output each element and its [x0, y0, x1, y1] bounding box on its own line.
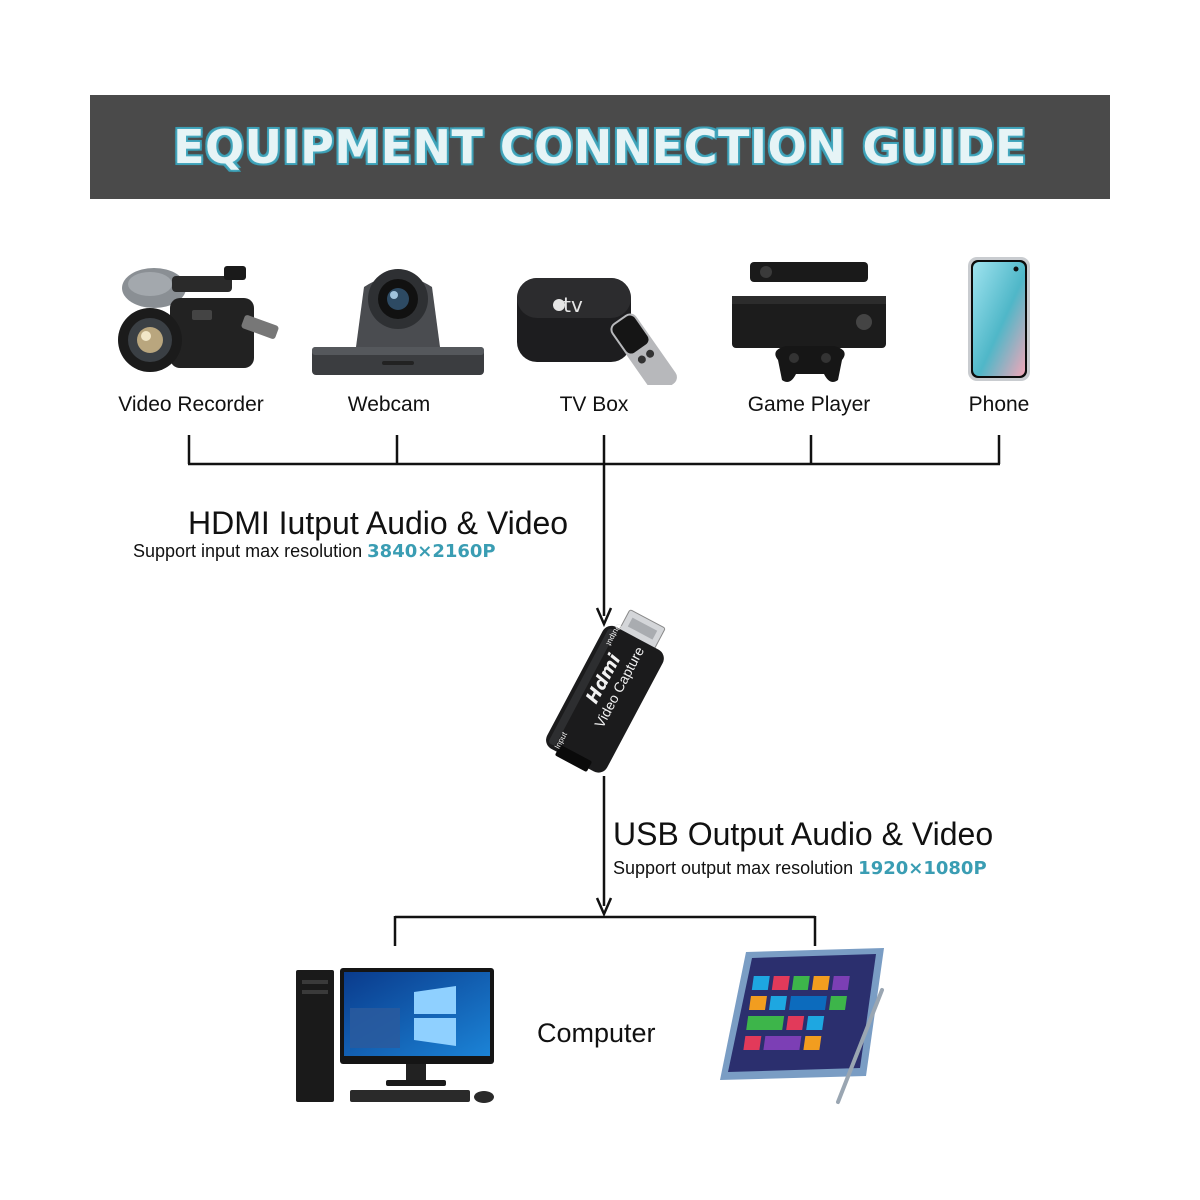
hdmi-capture-dongle-icon — [546, 609, 666, 773]
svg-text:tv: tv — [563, 293, 583, 317]
device-label-tv-box: TV Box — [559, 393, 629, 416]
tablet-icon — [720, 948, 884, 1104]
game-console-icon — [732, 262, 886, 382]
computer-label: Computer — [537, 1018, 656, 1048]
input-resolution: 3840×2160P — [367, 541, 496, 562]
capture-dongle: Hdmi Video Capture Output Input — [536, 608, 676, 778]
input-heading: HDMI Iutput Audio & Video — [188, 505, 569, 541]
device-label-webcam: Webcam — [347, 393, 431, 416]
input-subtitle-text: Support input max resolution — [133, 541, 363, 561]
webcam-icon — [312, 269, 484, 375]
page-title: EQUIPMENT CONNECTION GUIDE — [173, 120, 1027, 174]
output-subtitle-text: Support output max resolution — [613, 858, 854, 878]
output-subtitle: Support output max resolution 1920×1080P — [613, 858, 987, 879]
phone-icon — [968, 257, 1030, 381]
video-recorder-icon — [118, 266, 279, 372]
title-banner: EQUIPMENT CONNECTION GUIDE — [90, 95, 1110, 199]
tv-box-icon: tv — [517, 278, 677, 385]
device-label-game-player: Game Player — [747, 393, 871, 416]
desktop-computer-icon — [296, 968, 494, 1103]
device-label-video-recorder: Video Recorder — [118, 393, 264, 416]
device-label-phone: Phone — [968, 393, 1030, 416]
input-subtitle: Support input max resolution 3840×2160P — [133, 541, 496, 562]
output-heading: USB Output Audio & Video — [613, 816, 994, 852]
output-resolution: 1920×1080P — [858, 858, 987, 879]
